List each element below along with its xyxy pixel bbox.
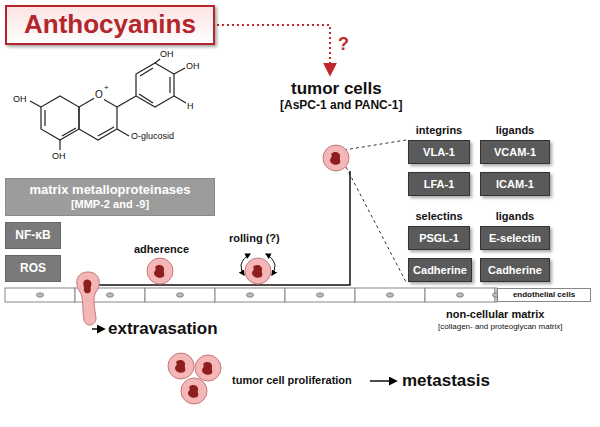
column-heading: ligands — [480, 124, 550, 137]
step-label: rolling (?) — [229, 232, 280, 245]
cell-nucleus — [317, 293, 324, 297]
rolling-arrow — [241, 254, 250, 265]
column-heading: ligands — [480, 210, 550, 223]
layer-label: non-cellular matrix — [446, 308, 544, 321]
molecule-box: Cadherine — [480, 258, 550, 282]
atom-label: + — [104, 83, 109, 92]
node-subtext: [MMP-2 and -9] — [71, 198, 149, 211]
leader-line — [344, 140, 406, 150]
factor-box: ROS — [5, 255, 61, 282]
step-label: adherence — [134, 243, 189, 256]
atom-label: OH — [52, 151, 66, 161]
molecule-box: LFA-1 — [408, 172, 470, 196]
molecule-box: E-selectin — [480, 226, 550, 250]
atom-label: OH — [160, 49, 174, 59]
atom-label: O-glucosid — [131, 131, 174, 141]
endothelial-cell — [355, 288, 425, 302]
cell-heading: tumor cells — [291, 79, 382, 99]
molecule-box: VLA-1 — [408, 140, 470, 164]
rolling-arrow — [266, 254, 275, 265]
node-text: NF-κB — [15, 229, 50, 243]
node-text: E-selectin — [489, 232, 541, 245]
tumor-cell — [323, 145, 349, 171]
arrow — [370, 380, 396, 382]
node-text: VCAM-1 — [494, 146, 536, 159]
extravasating-cell — [77, 272, 100, 325]
layer-sublabel: [collagen- and proteoglycan matrix] — [438, 322, 563, 331]
endothelial-cell — [425, 288, 495, 302]
step-label: extravasation — [108, 319, 218, 339]
tumor-cell — [195, 355, 221, 381]
factor-box: NF-κB — [5, 222, 61, 249]
structure-formula — [30, 59, 186, 150]
dotted-arrow — [217, 25, 330, 74]
cell-nucleus — [457, 293, 464, 297]
cell-nucleus — [247, 293, 254, 297]
endothelial-cell — [145, 288, 215, 302]
node-text: ROS — [20, 262, 46, 276]
step-label: tumor cell proliferation — [232, 374, 352, 387]
atom-label: OH — [13, 94, 27, 104]
tumor-cell — [168, 353, 194, 379]
node-text: Cadherine — [413, 264, 467, 277]
endothelial-cell: endothelial cells — [497, 288, 591, 302]
node-text: Cadherine — [488, 264, 542, 277]
leader-line — [346, 167, 406, 282]
cell-nucleus — [177, 293, 184, 297]
title-box: Anthocyanins — [5, 5, 215, 45]
node-text: LFA-1 — [424, 178, 455, 191]
endothelial-cell — [215, 288, 285, 302]
node-text: endothelial cells — [513, 290, 575, 299]
atom-label: O — [94, 89, 104, 101]
node-text: VLA-1 — [423, 146, 455, 159]
atom-label: OH — [186, 61, 200, 71]
molecule-box: ICAM-1 — [480, 172, 550, 196]
column-heading: integrins — [408, 124, 470, 137]
node-text: PSGL-1 — [419, 232, 459, 245]
factor-box: matrix metalloproteinases[MMP-2 and -9] — [5, 178, 215, 216]
tumor-cell — [181, 378, 207, 404]
arrow — [92, 328, 104, 330]
endothelial-cell — [5, 288, 75, 302]
endothelial-cell — [285, 288, 355, 302]
rolling-arrow — [241, 265, 244, 275]
cell-nucleus — [107, 293, 114, 297]
molecule-box: VCAM-1 — [480, 140, 550, 164]
node-text: ICAM-1 — [496, 178, 534, 191]
step-label: metastasis — [402, 371, 490, 391]
cell-nucleus — [387, 293, 394, 297]
tumor-cell — [147, 258, 173, 284]
rolling-arrow — [272, 265, 275, 275]
tumor-cell — [245, 258, 271, 284]
molecule-box: PSGL-1 — [408, 226, 470, 250]
cell-subheading: [AsPC-1 and PANC-1] — [280, 99, 402, 113]
node-text: matrix metalloproteinases — [29, 183, 190, 198]
molecule-box: Cadherine — [408, 258, 472, 282]
question-mark: ? — [338, 34, 349, 55]
cell-nucleus — [37, 293, 44, 297]
column-heading: selectins — [408, 210, 470, 223]
atom-label: H — [187, 101, 194, 111]
node-text: Anthocyanins — [24, 10, 196, 40]
